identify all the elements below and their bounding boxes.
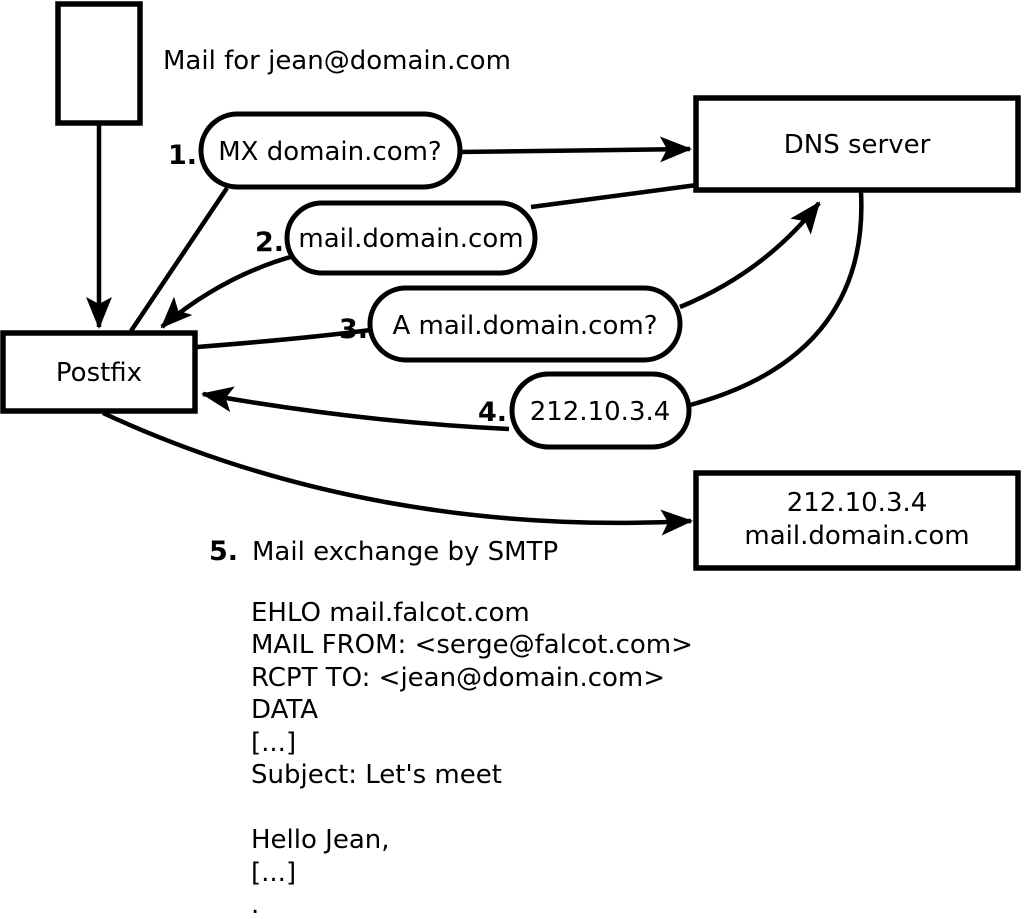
dns-server-node bbox=[693, 95, 1021, 193]
response-a-label: 212.10.3.4 bbox=[530, 397, 671, 427]
response-mx-bubble bbox=[284, 200, 538, 276]
mail-server-ip: 212.10.3.4 bbox=[787, 488, 928, 518]
query-a-bubble bbox=[367, 285, 683, 363]
smtp-line: [...] bbox=[251, 728, 296, 758]
smtp-line: Subject: Let's meet bbox=[251, 760, 502, 790]
arrow-response-mx-to-postfix bbox=[160, 253, 295, 329]
arrow-postfix-to-mail-server bbox=[102, 410, 693, 536]
smtp-transcript: EHLO mail.falcot.com MAIL FROM: <serge@f… bbox=[251, 598, 693, 919]
step-3-number: 3. bbox=[339, 314, 368, 345]
response-a-bubble bbox=[509, 371, 692, 450]
query-mx-label: MX domain.com? bbox=[218, 137, 441, 167]
step-5-label: Mail exchange by SMTP bbox=[252, 537, 558, 567]
arrow-response-a-to-postfix bbox=[201, 386, 510, 432]
smtp-line: [...] bbox=[251, 858, 296, 888]
step-4-number: 4. bbox=[478, 397, 507, 428]
step-1-number: 1. bbox=[168, 140, 197, 171]
line-postfix-to-query-a bbox=[196, 326, 379, 350]
step-2-number: 2. bbox=[255, 227, 284, 258]
mail-server-node bbox=[693, 470, 1021, 571]
response-mx-label: mail.domain.com bbox=[298, 224, 523, 254]
smtp-line: . bbox=[251, 890, 259, 919]
smtp-line: Hello Jean, bbox=[251, 825, 390, 855]
line-dns-to-response-mx bbox=[530, 182, 698, 210]
postfix-node bbox=[0, 330, 198, 414]
step-5-number: 5. bbox=[209, 536, 238, 567]
line-dns-to-response-a bbox=[689, 191, 864, 408]
postfix-label: Postfix bbox=[56, 358, 142, 388]
query-a-label: A mail.domain.com? bbox=[393, 311, 658, 341]
smtp-line: EHLO mail.falcot.com bbox=[251, 598, 530, 628]
smtp-line: MAIL FROM: <serge@falcot.com> bbox=[251, 630, 693, 660]
query-mx-bubble bbox=[198, 111, 463, 190]
arrow-query-a-to-dns bbox=[679, 201, 821, 310]
mail-message-icon bbox=[55, 1, 143, 126]
smtp-line: DATA bbox=[251, 695, 318, 725]
line-postfix-to-query-mx bbox=[129, 186, 229, 333]
mail-server-hostname: mail.domain.com bbox=[744, 521, 969, 551]
dns-server-label: DNS server bbox=[784, 130, 931, 160]
mail-note: Mail for jean@domain.com bbox=[163, 46, 511, 76]
smtp-line: RCPT TO: <jean@domain.com> bbox=[251, 663, 665, 693]
arrow-query-mx-to-dns bbox=[457, 136, 692, 163]
